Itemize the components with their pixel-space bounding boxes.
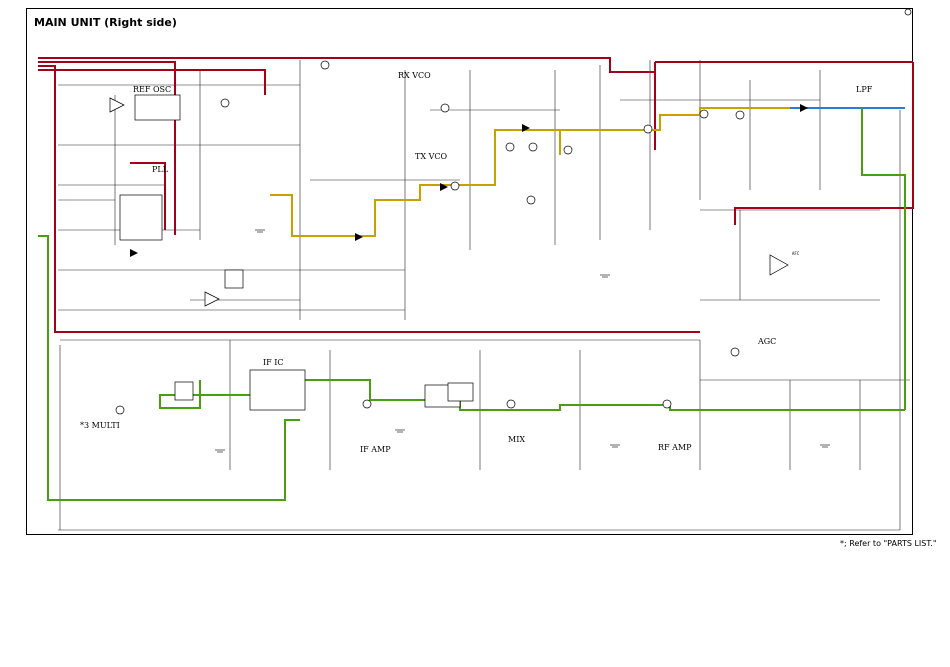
op-amps bbox=[109, 97, 789, 307]
ic-blocks bbox=[119, 94, 474, 411]
ref-osc-ic bbox=[134, 94, 181, 121]
green-signal-path bbox=[38, 108, 906, 501]
afc-chip bbox=[224, 269, 244, 289]
if-ic-label: IF IC bbox=[263, 358, 284, 367]
if-amp-label: IF AMP bbox=[360, 445, 391, 454]
pll-ic bbox=[119, 194, 163, 241]
rf-amp-label: RF AMP bbox=[658, 443, 692, 452]
multi-label: *3 MULTI bbox=[80, 421, 120, 430]
filter-block bbox=[447, 382, 474, 402]
agc-label: AGC bbox=[757, 337, 776, 346]
flow-arrows bbox=[130, 104, 808, 257]
black-wiring bbox=[58, 60, 910, 531]
schematic-frame bbox=[26, 8, 913, 535]
transistors bbox=[115, 60, 745, 415]
yellow-signal-path bbox=[270, 107, 790, 237]
rx-vco-label: RX VCO bbox=[398, 71, 431, 80]
antenna-connector bbox=[904, 8, 912, 16]
crystal-filter bbox=[174, 381, 194, 401]
tx-vco-label: TX VCO bbox=[415, 152, 447, 161]
ground-symbols bbox=[215, 229, 830, 453]
lpf-label: LPF bbox=[856, 85, 873, 94]
afc-label: AFC bbox=[792, 251, 800, 256]
mix-label: MIX bbox=[508, 435, 525, 444]
red-power-rails bbox=[38, 57, 914, 333]
pll-label: PLL bbox=[152, 165, 169, 174]
if-ic-chip bbox=[249, 369, 306, 411]
parts-list-footnote: *; Refer to "PARTS LIST." bbox=[840, 539, 937, 548]
ref-osc-label: REF OSC bbox=[133, 85, 171, 94]
page-title: MAIN UNIT (Right side) bbox=[34, 16, 177, 29]
